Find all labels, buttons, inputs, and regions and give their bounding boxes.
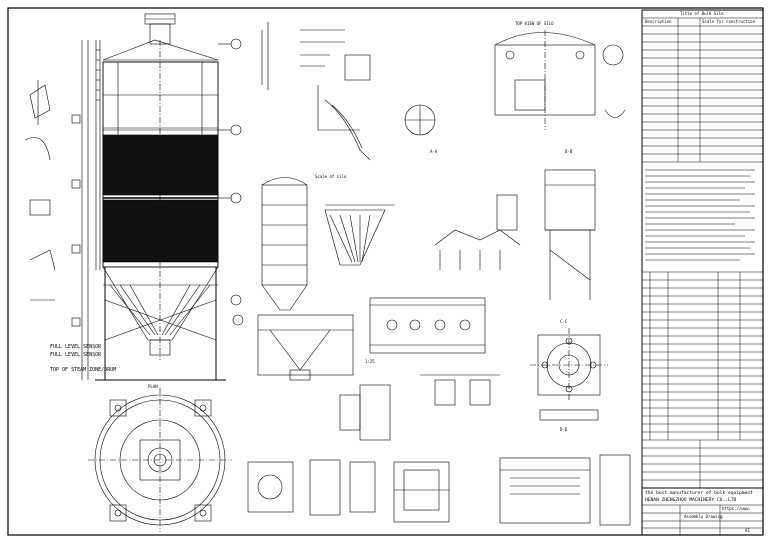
section-top-label: Scale of silo: [315, 174, 347, 179]
silo-plan-view: [88, 388, 232, 532]
detail-b-label: B-B: [565, 149, 573, 154]
top-right-detail: [434, 30, 626, 300]
silo-elevation: [71, 13, 244, 381]
sheet-size: A1: [745, 528, 750, 533]
detail-a-label: A-A: [430, 149, 438, 154]
view-top-label: TOP VIEW OF SILO: [515, 21, 554, 26]
title-block: [641, 9, 764, 536]
title-block-project: Title of Bulk Silo: [680, 11, 724, 16]
title-block-col-a: Description: [645, 19, 672, 24]
company-slogan: the best manufacturer of bulk equipment: [645, 491, 753, 496]
top-level-label: TOP OF STEAM ZONE/DRUM: [50, 367, 117, 373]
company-website: https://www.: [722, 506, 751, 511]
base-plate-detail: [530, 328, 608, 421]
full-level-sensor-label: FULL LEVEL SENSOR: [50, 344, 102, 350]
plan-label: PLAN: [148, 384, 158, 389]
detail-d-label: D-D: [560, 427, 568, 432]
title-block-col-b: Scale for construction: [702, 19, 755, 24]
middle-details: [247, 22, 631, 526]
detail-c-label: C-C: [560, 319, 568, 324]
left-details: [24, 80, 56, 301]
full-level-sensor-label-2: FULL LEVEL SENSOR: [50, 352, 102, 358]
company-name: HENAN ZHENGZHOU MACHINERY CO.,LTD: [645, 498, 737, 503]
scale-note: 1:25: [365, 359, 375, 364]
drawing-type: Assembly Drawing: [684, 514, 723, 519]
